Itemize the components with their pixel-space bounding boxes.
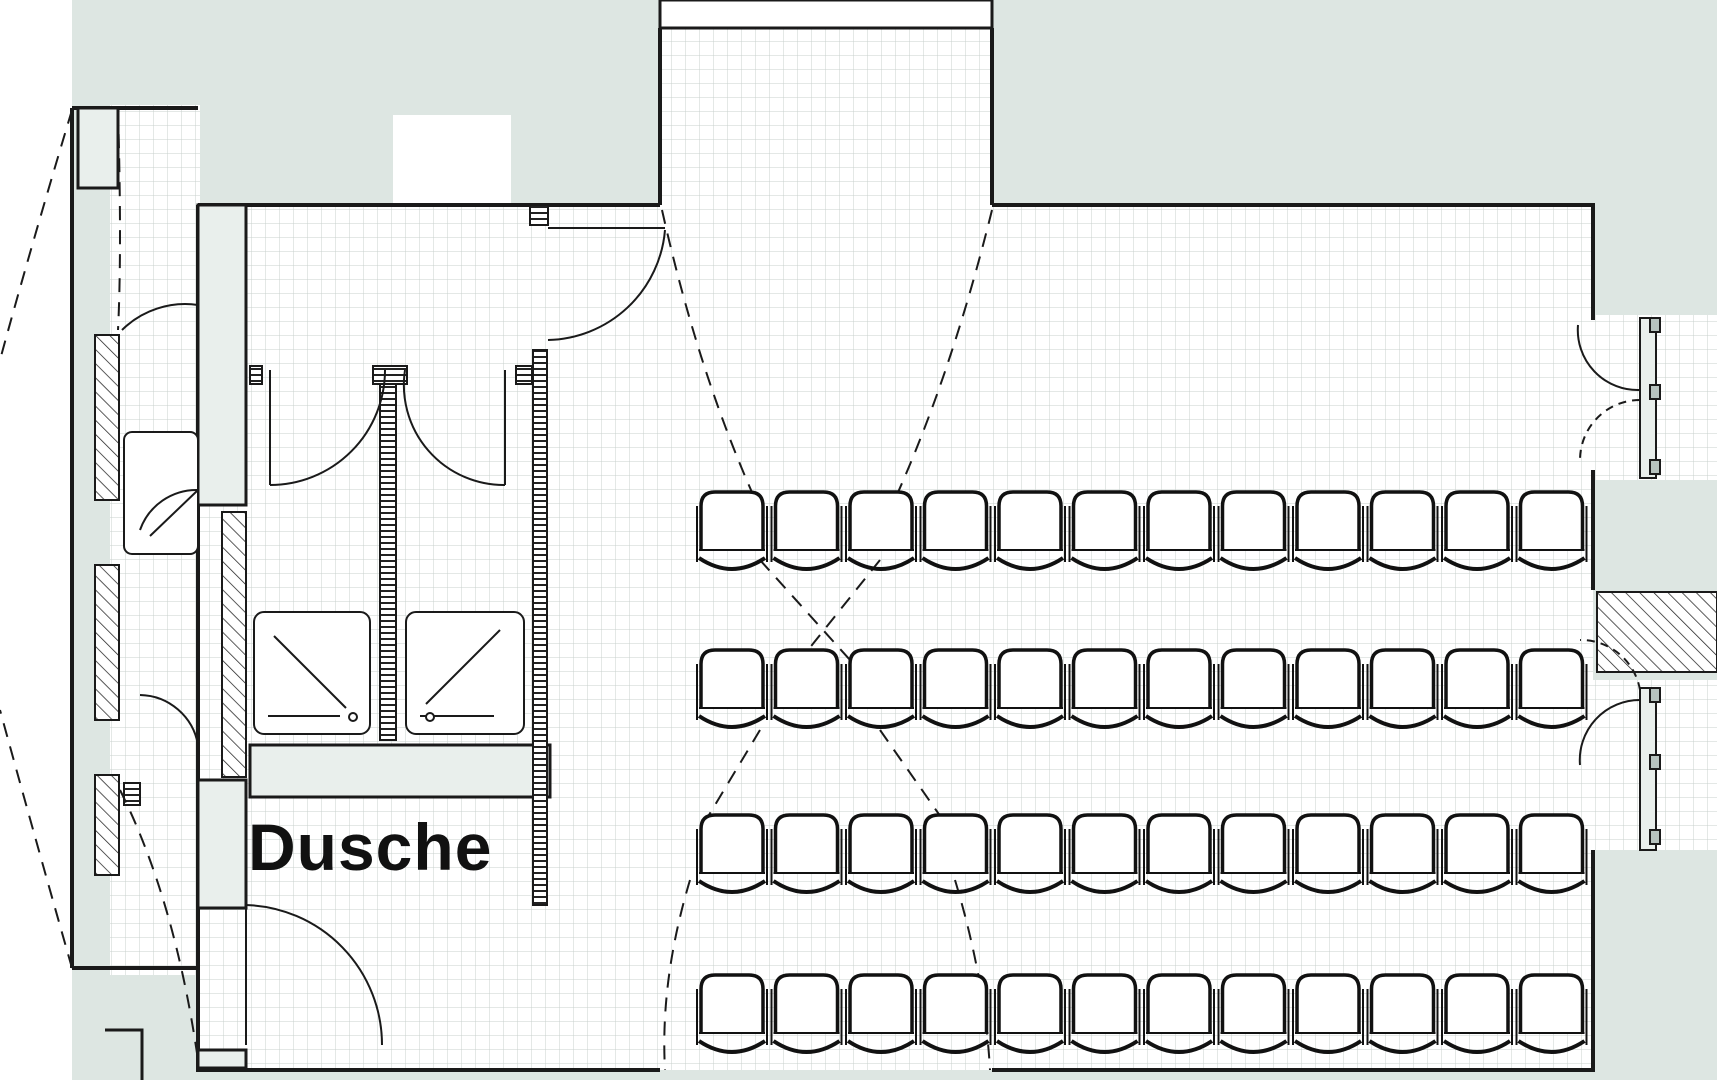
- seat: [1441, 648, 1513, 729]
- seat: [1515, 973, 1588, 1054]
- seat: [1143, 648, 1215, 729]
- seat: [1366, 490, 1439, 571]
- right-windows: [1639, 317, 1661, 851]
- seat: [770, 648, 843, 729]
- seat: [1143, 490, 1215, 571]
- seat: [994, 648, 1066, 729]
- seat: [1292, 973, 1364, 1054]
- seat: [696, 973, 768, 1054]
- seat: [1068, 973, 1141, 1054]
- seat: [696, 648, 768, 729]
- seat: [994, 490, 1066, 571]
- seat: [696, 490, 768, 571]
- shower-dividers: [123, 204, 549, 906]
- seat: [1292, 813, 1364, 894]
- seat: [1217, 648, 1290, 729]
- seat: [1217, 973, 1290, 1054]
- seat: [994, 973, 1066, 1054]
- seat: [919, 490, 992, 571]
- seat: [696, 813, 768, 894]
- seat: [1217, 813, 1290, 894]
- partition-walls: [76, 106, 552, 910]
- seat: [1441, 973, 1513, 1054]
- seat: [1366, 813, 1439, 894]
- seat: [1366, 648, 1439, 729]
- seat: [919, 813, 992, 894]
- seat: [1068, 648, 1141, 729]
- shower-tray-right: [405, 611, 525, 735]
- seat: [1217, 490, 1290, 571]
- seat: [1515, 648, 1588, 729]
- outer-walls: [70, 28, 1595, 1072]
- seat: [994, 813, 1066, 894]
- seat: [1366, 973, 1439, 1054]
- seat: [1068, 490, 1141, 571]
- seat: [1068, 813, 1141, 894]
- seat: [770, 490, 843, 571]
- seat: [1292, 648, 1364, 729]
- seat: [1441, 490, 1513, 571]
- seat: [770, 813, 843, 894]
- doors: [121, 227, 1641, 1046]
- seat: [1143, 973, 1215, 1054]
- shaft: [393, 115, 511, 207]
- hatched-walls: [94, 334, 1717, 876]
- corner-marks: [105, 1028, 248, 1080]
- corridor-floor: [660, 0, 992, 210]
- seat: [919, 648, 992, 729]
- seat: [845, 648, 917, 729]
- shower-tray-left: [253, 611, 371, 735]
- seat: [1441, 813, 1513, 894]
- seat: [919, 973, 992, 1054]
- dashed-lines: [0, 109, 993, 1071]
- room-label-shower: Dusche: [248, 810, 493, 884]
- seat: [845, 813, 917, 894]
- shower-tray-small: [123, 431, 199, 555]
- seat: [1292, 490, 1364, 571]
- seat: [1143, 813, 1215, 894]
- seat: [1515, 490, 1588, 571]
- seat: [845, 973, 917, 1054]
- seating-area: [696, 490, 1588, 1054]
- top-opening: [658, 0, 994, 30]
- seat: [845, 490, 917, 571]
- seat: [770, 973, 843, 1054]
- seat: [1515, 813, 1588, 894]
